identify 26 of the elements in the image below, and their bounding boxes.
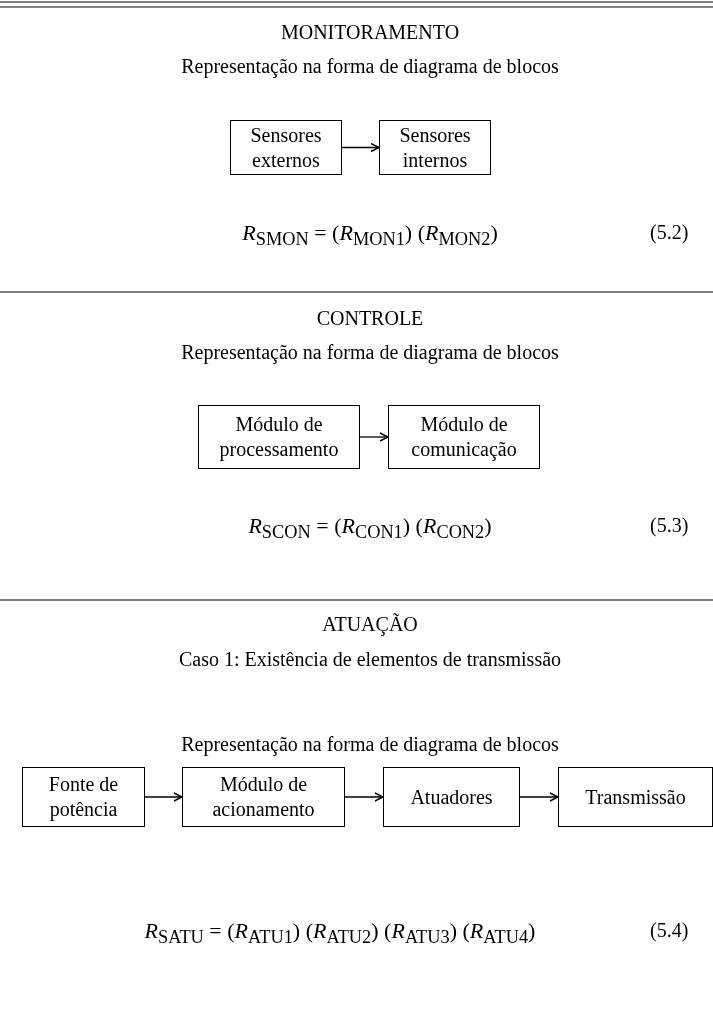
equation-number: (5.3) xyxy=(650,513,689,537)
heading: ATUAÇÃO xyxy=(322,612,418,636)
subtitle: Caso 1: Existência de elementos de transmissão xyxy=(178,647,562,671)
equation: R$_{SCON}$ = (R$_{CON1}$) (R$_{CON2}$) xyxy=(248,513,492,545)
block-box: Sensores internos xyxy=(379,120,491,175)
heading: MONITORAMENTO xyxy=(280,20,460,44)
block-box: Fonte de potência xyxy=(22,767,145,827)
arrow xyxy=(359,432,389,442)
subtitle: Representação na forma de diagrama de blocos xyxy=(181,732,559,756)
block-box: Transmissão xyxy=(558,767,713,827)
arrow xyxy=(341,142,380,153)
arrow xyxy=(519,792,559,802)
equation: R$_{SMON}$ = (R$_{MON1}$) (R$_{MON2}$) xyxy=(242,220,498,252)
subtitle: Representação na forma de diagrama de blocos xyxy=(181,54,559,78)
arrow xyxy=(144,792,183,802)
block-box: Módulo de processamento xyxy=(198,405,360,469)
subtitle: Representação na forma de diagrama de blocos xyxy=(181,340,559,364)
equation-number: (5.2) xyxy=(650,220,689,244)
block-box: Atuadores xyxy=(383,767,520,827)
block-box: Sensores externos xyxy=(230,120,342,175)
heading: CONTROLE xyxy=(316,306,424,330)
arrow xyxy=(344,792,384,802)
block-box: Módulo de comunicação xyxy=(388,405,540,469)
block-box: Módulo de acionamento xyxy=(182,767,345,827)
equation: R$_{SATU}$ = (R$_{ATU1}$) (R$_{ATU2}$) (R$_{ATU3}$) (R$_{ATU4}$) xyxy=(144,918,536,950)
equation-number: (5.4) xyxy=(650,918,689,942)
